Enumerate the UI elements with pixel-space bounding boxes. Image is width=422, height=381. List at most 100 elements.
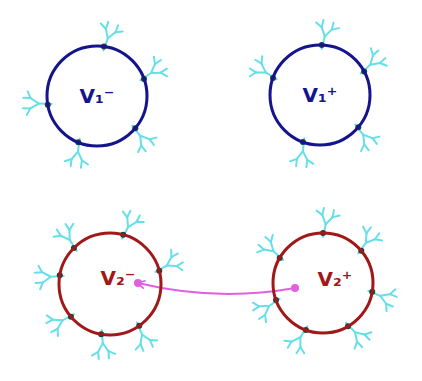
tree-branch <box>322 215 325 224</box>
tree-branch <box>142 334 150 340</box>
tree-branch <box>81 160 82 167</box>
tree-branch <box>53 319 63 322</box>
tree-branch <box>167 257 172 266</box>
tree-branch <box>261 64 265 73</box>
tree-branch <box>322 20 324 27</box>
circle-node: V₂⁻ <box>57 231 163 337</box>
tree-branch <box>107 351 110 358</box>
tree-branch <box>51 329 57 332</box>
circle-node: V₁⁺ <box>268 43 372 147</box>
tree-branch <box>36 281 43 284</box>
tree-branch <box>151 64 155 73</box>
tree-branch <box>364 335 369 340</box>
tree-branch <box>299 337 301 347</box>
tree-branch <box>363 135 364 145</box>
tree-branch <box>138 146 141 153</box>
tree-branch <box>177 266 183 270</box>
tree-branch <box>370 63 380 65</box>
tree-branch <box>373 50 378 55</box>
tree-branch <box>150 340 153 347</box>
tree-branch <box>297 151 303 159</box>
vertex-label: V₂⁺ <box>318 269 353 289</box>
tree-branch <box>136 221 143 223</box>
tree-branch <box>58 320 63 328</box>
tree-branch <box>292 337 301 341</box>
tree-branch <box>385 304 388 311</box>
tree-branch <box>127 211 130 218</box>
connector-end-dot <box>291 284 299 292</box>
tree-branch <box>42 272 51 277</box>
tree-branch <box>141 334 143 344</box>
tree-branch <box>259 315 265 319</box>
tree-branch <box>366 239 375 243</box>
tree-branch <box>250 69 256 73</box>
tree-branch <box>332 216 339 218</box>
tree-branch <box>155 60 161 64</box>
tree-branch <box>322 27 325 36</box>
tree-branch <box>43 277 51 283</box>
tree-branch <box>116 30 123 33</box>
tree-branch <box>47 315 53 319</box>
tree-branch <box>256 71 266 73</box>
tree-branch <box>355 332 357 342</box>
tree-branch <box>69 230 71 240</box>
tree-branch <box>372 138 377 144</box>
tree-branch <box>140 136 149 139</box>
tree-branch <box>30 104 38 109</box>
tree-branch <box>151 72 161 74</box>
tree-branch <box>149 139 154 145</box>
tree-branch <box>265 306 269 315</box>
tree-branch <box>136 344 141 350</box>
tree-branch <box>271 235 273 242</box>
tree-branch <box>28 91 31 98</box>
tree-branch <box>253 303 259 307</box>
tree-branch <box>57 230 61 236</box>
tree-branch <box>98 343 103 352</box>
tree-branch <box>106 29 108 39</box>
tree-branch <box>65 159 72 161</box>
tree-branch <box>325 30 332 37</box>
tree-branch <box>72 152 78 159</box>
tree-branch <box>171 253 177 257</box>
tree-branch <box>375 239 382 240</box>
tree-branch <box>92 352 98 356</box>
tree-branch <box>271 242 274 251</box>
tree-branch <box>38 266 42 272</box>
circle-node: V₂⁺ <box>271 231 375 335</box>
tree-branch <box>363 135 372 138</box>
tree-branch <box>390 294 397 297</box>
tree-branch <box>355 342 358 349</box>
tree-branch <box>128 222 136 227</box>
tree-branch <box>161 73 167 77</box>
tree-branch <box>305 160 308 167</box>
tree-branch <box>103 343 109 351</box>
tree-branch <box>322 208 324 215</box>
tree-branch <box>284 340 291 343</box>
tree-branch <box>303 151 307 160</box>
tree-branch <box>106 22 109 29</box>
tree-branch <box>260 56 263 63</box>
tree-branch <box>61 236 70 240</box>
tree-branch <box>290 159 297 162</box>
vertex-label: V₂⁻ <box>101 268 136 288</box>
tree-branch <box>70 224 74 230</box>
tree-branch <box>258 245 263 250</box>
tree-branch <box>297 347 301 353</box>
circle-node: V₁⁻ <box>45 44 149 148</box>
tree-branch <box>380 296 386 304</box>
tree-branch <box>332 28 339 30</box>
tree-branch <box>259 305 269 307</box>
vertex-label: V₁⁺ <box>303 85 338 105</box>
tree-branch <box>361 145 364 152</box>
vertex-label: V₁⁻ <box>80 86 115 106</box>
tree-branch <box>31 98 39 103</box>
tree-branch <box>380 63 387 66</box>
tree-branch <box>367 227 371 233</box>
tree-branch <box>108 32 116 38</box>
tree-branch <box>140 136 141 146</box>
tree-branch <box>167 265 177 268</box>
tree-branch <box>78 152 82 161</box>
tree-branch <box>380 294 390 296</box>
tree-branch <box>326 217 333 224</box>
tree-branch <box>23 107 30 109</box>
